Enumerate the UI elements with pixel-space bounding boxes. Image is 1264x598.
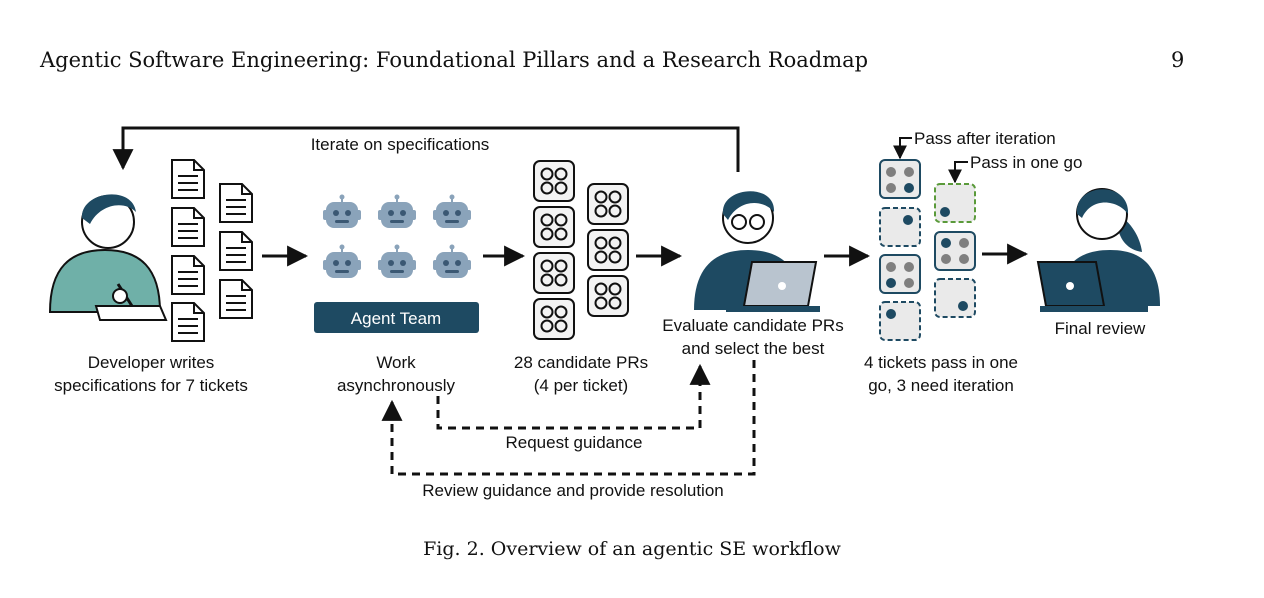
work-label-1: Work: [376, 353, 416, 372]
ticket-results: [879, 159, 976, 341]
final-reviewer: [1036, 188, 1160, 312]
pass-after-iteration-label: Pass after iteration: [914, 129, 1056, 148]
developer-label-2: specifications for 7 tickets: [54, 376, 248, 395]
legend-callouts: Pass after iteration Pass in one go: [893, 129, 1082, 184]
evaluator-person: [694, 191, 820, 312]
page-number: 9: [1171, 48, 1185, 72]
tickets-label-2: go, 3 need iteration: [868, 376, 1014, 395]
candidates-label-1: 28 candidate PRs: [514, 353, 648, 372]
candidate-prs: [533, 160, 629, 340]
request-guidance-label: Request guidance: [505, 433, 642, 452]
review-guidance-label: Review guidance and provide resolution: [422, 481, 723, 500]
running-title: Agentic Software Engineering: Foundation…: [40, 48, 869, 72]
iterate-loop: Iterate on specifications: [112, 126, 740, 172]
developer-label-1: Developer writes: [88, 353, 215, 372]
iterate-label: Iterate on specifications: [311, 135, 490, 154]
evaluate-label-2: and select the best: [682, 339, 825, 358]
developer-person: [48, 194, 168, 321]
spec-documents: [171, 159, 253, 342]
evaluate-label-1: Evaluate candidate PRs: [662, 316, 843, 335]
agent-team: Agent Team: [314, 193, 479, 333]
figure-caption: Fig. 2. Overview of an agentic SE workfl…: [423, 538, 841, 560]
pass-in-one-go-label: Pass in one go: [970, 153, 1082, 172]
final-review-label: Final review: [1055, 319, 1146, 338]
work-label-2: asynchronously: [337, 376, 456, 395]
guidance-loops: Request guidance Review guidance and pro…: [381, 360, 756, 500]
agent-team-label: Agent Team: [351, 309, 441, 328]
candidates-label-2: (4 per ticket): [534, 376, 628, 395]
agent-team-badge: [314, 302, 479, 333]
tickets-label-1: 4 tickets pass in one: [864, 353, 1018, 372]
